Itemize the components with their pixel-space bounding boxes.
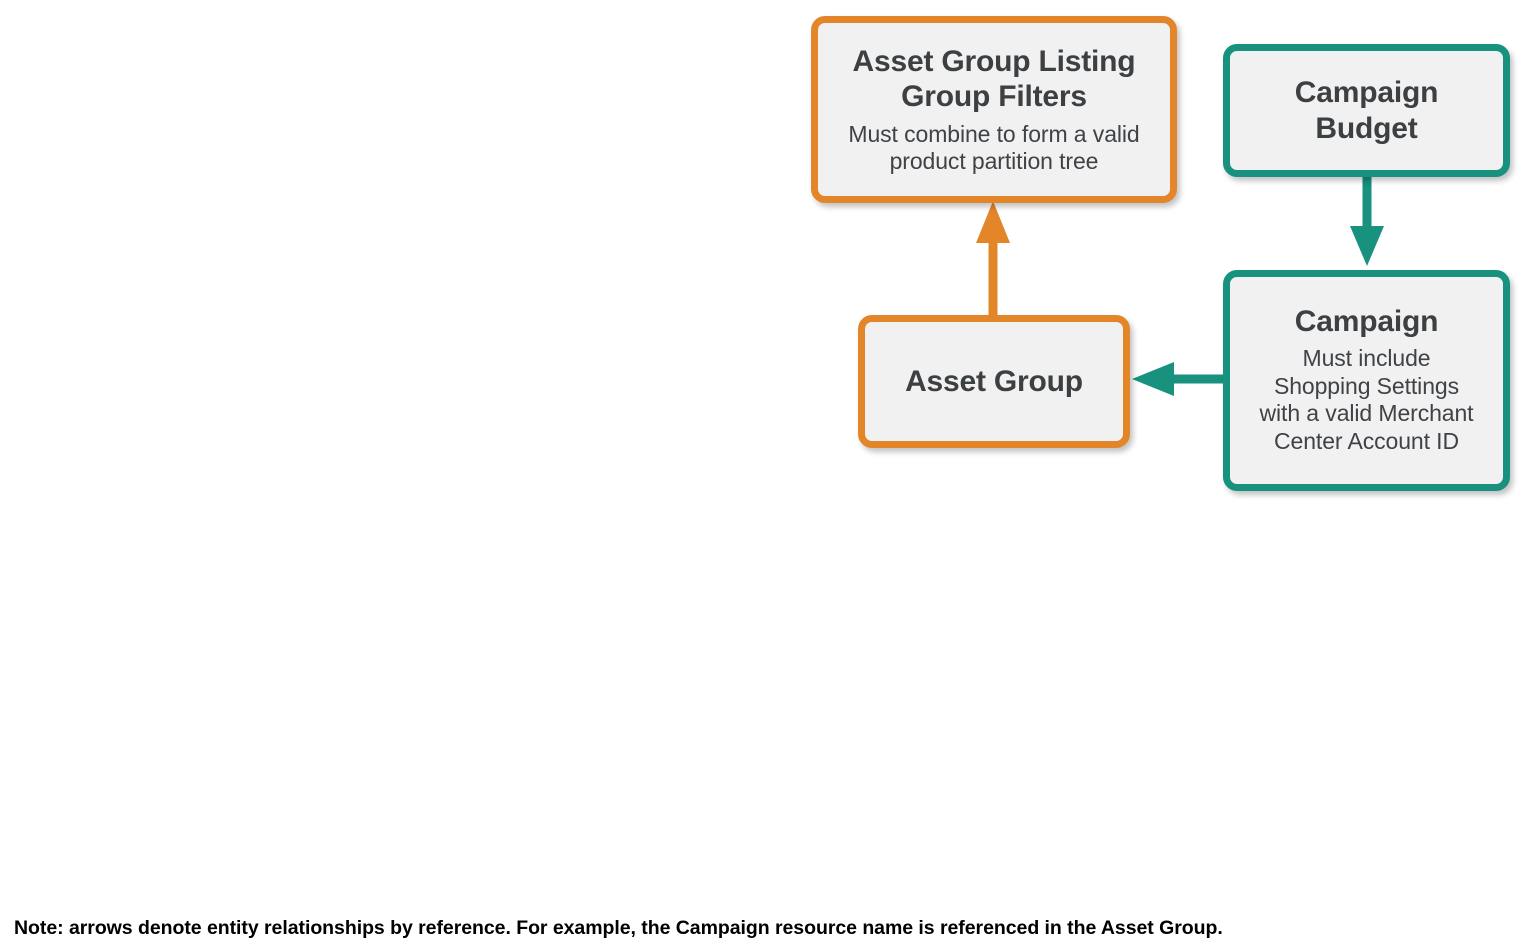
node-title-line-2: Group Filters bbox=[901, 80, 1087, 114]
edge-campaign-to-asset-group bbox=[1132, 362, 1226, 396]
node-title: Campaign Budget bbox=[1294, 75, 1439, 146]
node-subtitle-line-2: product partition tree bbox=[889, 147, 1099, 174]
node-title-line-2: Budget bbox=[1315, 111, 1418, 145]
node-asset-group[interactable]: Asset Group bbox=[858, 315, 1130, 448]
node-title: Asset Group bbox=[905, 364, 1083, 398]
arrowhead-up-orange-icon bbox=[976, 201, 1010, 243]
node-title-line-1: Asset Group Listing bbox=[852, 44, 1136, 78]
arrowhead-left-teal-icon bbox=[1132, 362, 1174, 396]
node-subtitle-line-1: Must combine to form a valid bbox=[848, 120, 1140, 147]
node-subtitle: Must combine to form a valid product par… bbox=[848, 121, 1139, 176]
node-subtitle-line-1: Must include bbox=[1302, 345, 1431, 372]
node-campaign[interactable]: Campaign Must include Shopping Settings … bbox=[1223, 270, 1510, 491]
node-title: Campaign bbox=[1294, 305, 1439, 339]
node-title: Asset Group Listing Group Filters bbox=[853, 44, 1136, 115]
node-subtitle-line-4: Center Account ID bbox=[1274, 427, 1459, 454]
edge-asset-group-to-listing-group-filters bbox=[976, 201, 1010, 318]
diagram-footnote: Note: arrows denote entity relationships… bbox=[14, 917, 1223, 939]
node-subtitle: Must include Shopping Settings with a va… bbox=[1260, 345, 1474, 454]
node-subtitle-line-3: with a valid Merchant bbox=[1259, 400, 1474, 427]
arrowhead-down-teal-icon bbox=[1350, 226, 1384, 266]
node-title-line-1: Campaign bbox=[1294, 76, 1439, 110]
node-campaign-budget[interactable]: Campaign Budget bbox=[1223, 44, 1510, 177]
edge-campaign-budget-to-campaign bbox=[1350, 174, 1384, 266]
node-subtitle-line-2: Shopping Settings bbox=[1273, 372, 1459, 399]
node-asset-group-listing-group-filters[interactable]: Asset Group Listing Group Filters Must c… bbox=[811, 16, 1177, 203]
